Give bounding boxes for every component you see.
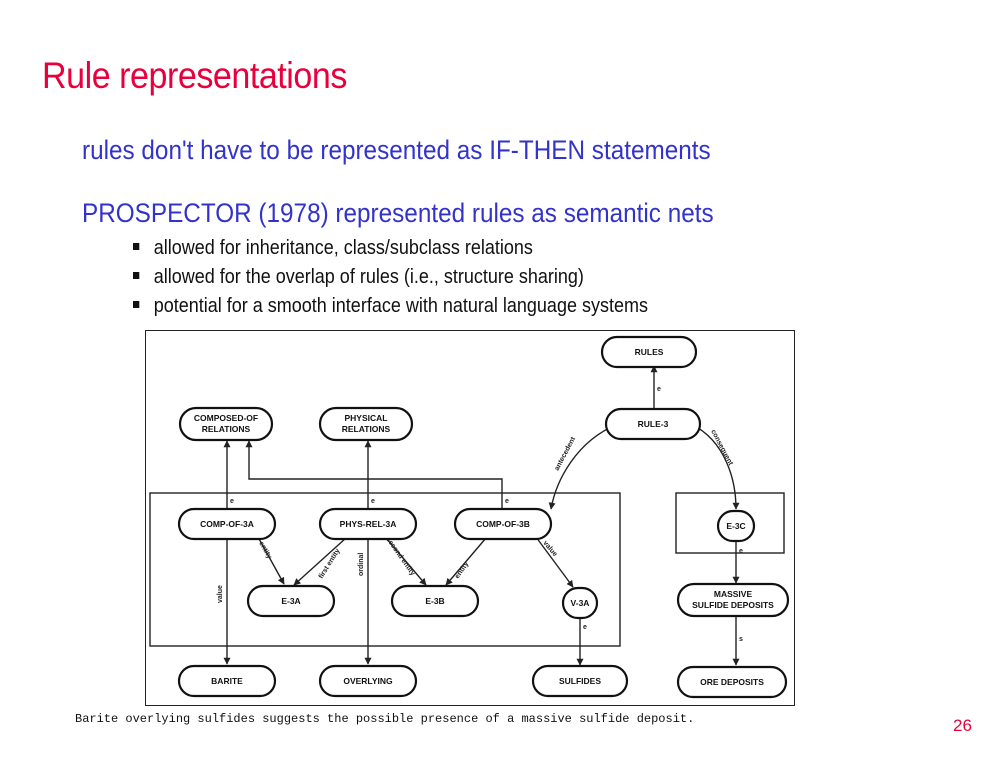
node-label: RULES: [635, 347, 664, 357]
node-ore-deposits: ORE DEPOSITS: [676, 665, 788, 699]
node-label: V-3A: [571, 598, 590, 608]
edge-label-entity: entity: [257, 541, 272, 561]
edge-label-e: e: [657, 386, 661, 393]
subpoint-item: allowed for inheritance, class/subclass …: [133, 234, 648, 263]
node-label: BARITE: [211, 676, 243, 686]
node-label: RELATIONS: [342, 424, 391, 434]
square-bullet-icon: [133, 301, 140, 309]
edge-consequent: [690, 423, 740, 510]
node-e-3b: E-3B: [390, 584, 480, 618]
node-label: PHYS-REL-3A: [340, 519, 397, 529]
edge-label-ordinal: ordinal: [358, 553, 365, 576]
page-number: 26: [953, 716, 972, 735]
node-comp-of-3b: COMP-OF-3B: [453, 507, 553, 541]
edge-label-value: value: [217, 585, 224, 603]
slide-title: Rule representations: [42, 55, 347, 96]
subpoint-item: potential for a smooth interface with na…: [133, 292, 648, 321]
node-label: E-3C: [726, 521, 745, 531]
edge-physrel-e3a: [293, 537, 347, 586]
edge-comp3b-e3b: [445, 537, 487, 586]
node-rule-3: RULE-3: [604, 407, 702, 441]
edge-label-entity: entity: [454, 561, 471, 580]
node-sulfides: SULFIDES: [531, 664, 629, 698]
node-phys-rel-3a: PHYS-REL-3A: [318, 507, 418, 541]
edge-label-e: e: [505, 498, 509, 505]
edge-label-e: e: [739, 548, 743, 555]
node-label: OVERLYING: [343, 676, 393, 686]
node-label: SULFIDES: [559, 676, 601, 686]
square-bullet-icon: [133, 272, 140, 280]
main-point-1: rules don't have to be represented as IF…: [82, 135, 711, 165]
edge-label-e: e: [230, 498, 234, 505]
node-physical-relations: PHYSICAL RELATIONS: [318, 406, 414, 442]
main-point-2: PROSPECTOR (1978) represented rules as s…: [82, 198, 714, 228]
subpoint-text: allowed for inheritance, class/subclass …: [153, 237, 533, 259]
node-label: MASSIVE: [714, 589, 753, 599]
node-comp-of-3a: COMP-OF-3A: [177, 507, 277, 541]
node-label: COMP-OF-3B: [476, 519, 530, 529]
subpoint-text: potential for a smooth interface with na…: [153, 295, 648, 317]
node-label: SULFIDE DEPOSITS: [692, 600, 774, 610]
node-label: PHYSICAL: [345, 413, 388, 423]
node-label: RELATIONS: [202, 424, 251, 434]
figure-caption: Barite overlying sulfides suggests the p…: [75, 712, 695, 726]
node-e-3a: E-3A: [246, 584, 336, 618]
node-label: COMP-OF-3A: [200, 519, 254, 529]
node-label: E-3A: [281, 596, 300, 606]
edge-comp3b-v3a: [535, 536, 574, 588]
node-overlying: OVERLYING: [318, 664, 418, 698]
edge-physrel-e3b: [385, 537, 427, 586]
node-e-3c: E-3C: [716, 509, 756, 543]
rule-consequent-box: [675, 492, 785, 554]
node-label: ORE DEPOSITS: [700, 677, 764, 687]
edge-label-consequent: consequent: [709, 429, 734, 468]
subpoint-item: allowed for the overlap of rules (i.e., …: [133, 263, 648, 292]
node-label: COMPOSED-OF: [194, 413, 258, 423]
node-composed-of-relations: COMPOSED-OF RELATIONS: [178, 406, 274, 442]
edge-label-e: e: [583, 624, 587, 631]
edge-label-e: e: [371, 498, 375, 505]
semantic-net-diagram: e e e e e e s antecedent consequent valu…: [149, 335, 790, 699]
square-bullet-icon: [133, 243, 140, 251]
subpoint-text: allowed for the overlap of rules (i.e., …: [153, 266, 584, 288]
semantic-net-figure: e e e e e e s antecedent consequent valu…: [145, 330, 795, 706]
subpoint-list: allowed for inheritance, class/subclass …: [133, 234, 705, 321]
edge-label-second-entity: second entity: [384, 536, 416, 577]
edge-antecedent: [548, 423, 619, 510]
node-barite: BARITE: [177, 664, 277, 698]
edge-comp3a-e3a: [257, 536, 285, 585]
edge-comp3b-composed: [245, 440, 503, 509]
edge-label-s: s: [739, 636, 743, 643]
node-label: E-3B: [425, 596, 444, 606]
rule-antecedent-box: [149, 492, 621, 647]
node-label: RULE-3: [638, 419, 669, 429]
node-massive-sulfide-deposits: MASSIVE SULFIDE DEPOSITS: [676, 582, 790, 618]
edge-label-antecedent: antecedent: [554, 435, 578, 472]
node-v-3a: V-3A: [561, 586, 599, 620]
node-rules: RULES: [600, 335, 698, 369]
